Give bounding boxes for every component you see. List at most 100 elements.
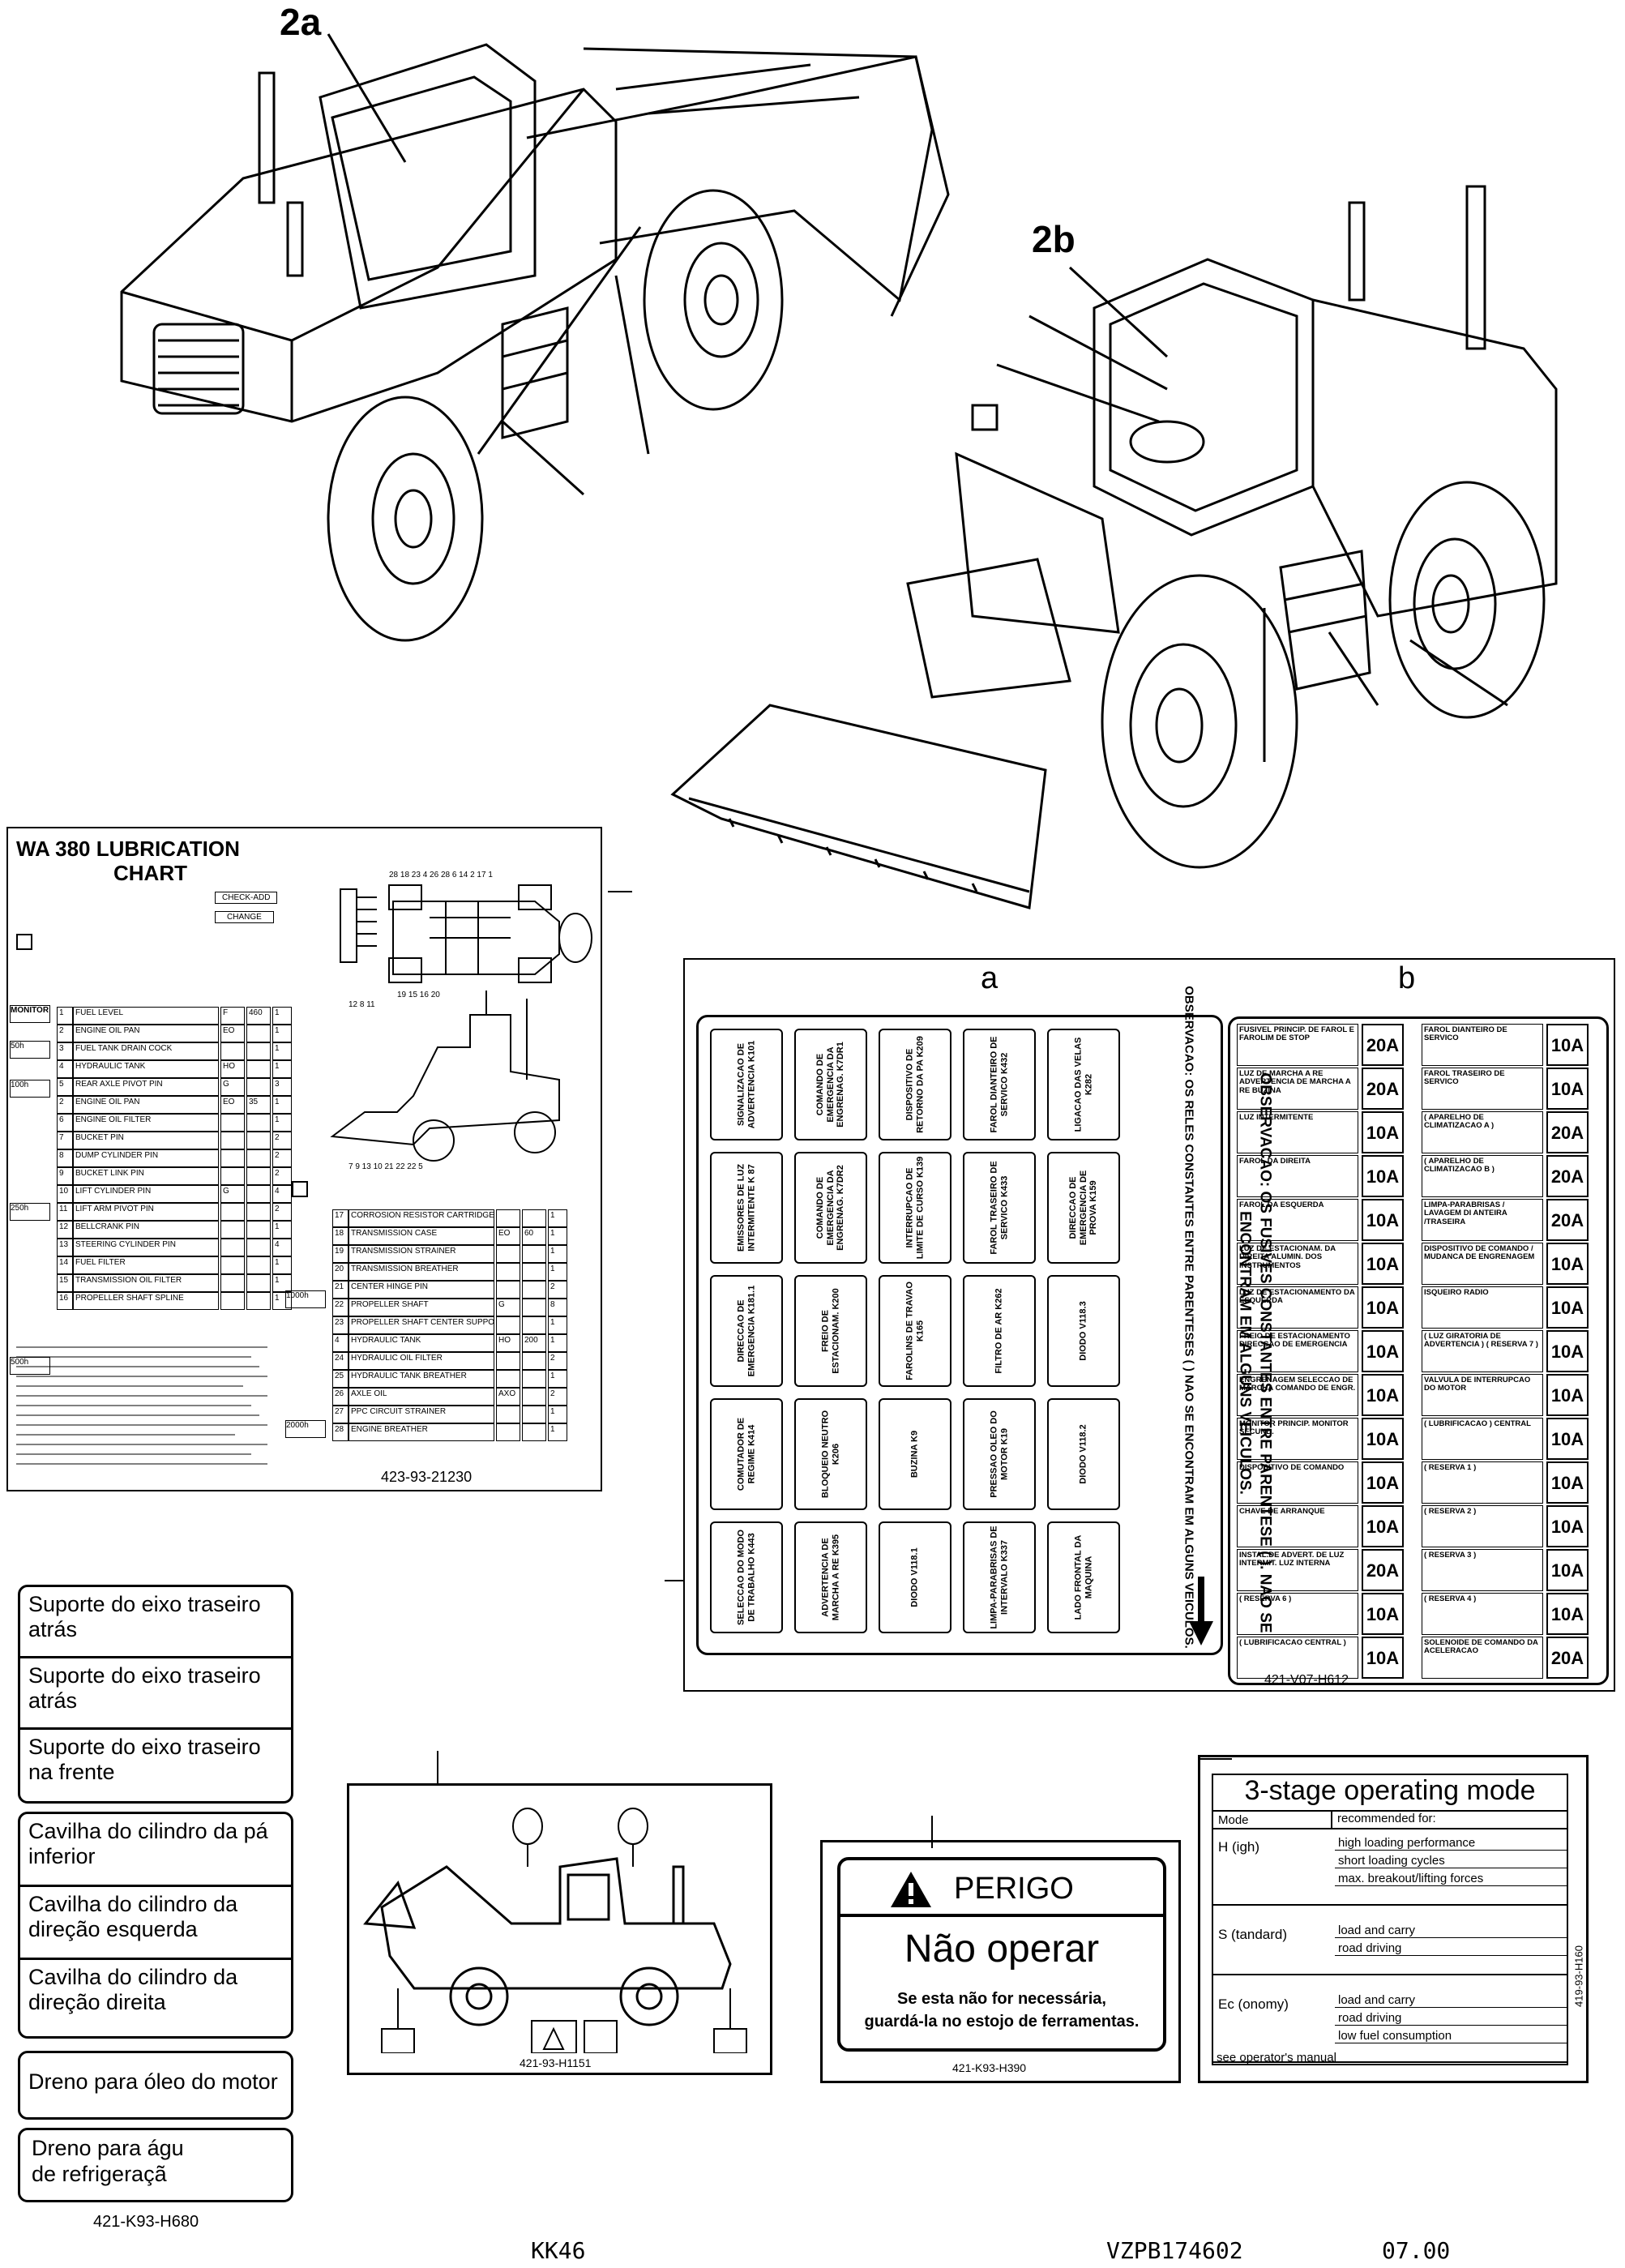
lube-cell-item: BELLCRANK PIN: [73, 1221, 219, 1239]
mode-separator: [1213, 1974, 1567, 1975]
mode-recommendation: load and carry: [1335, 1924, 1567, 1938]
fuse-rating: 10A: [1546, 1418, 1589, 1460]
support-label-group-2: Cavilha do cilindro da pá inferior Cavil…: [18, 1812, 293, 2039]
relay-slot-label: DIODO V118.2: [1078, 1424, 1088, 1484]
lube-cell-no: 19: [332, 1245, 349, 1263]
lube-cell-item: FUEL TANK DRAIN COCK: [73, 1042, 219, 1060]
fuse-name: LUZ DE ESTACIONAM. DA DIREITA ALUMIN. DO…: [1237, 1243, 1358, 1285]
fuse-rating: 10A: [1546, 1549, 1589, 1591]
lube-cell-pts: 1: [548, 1263, 567, 1281]
lube-cell-qty: [246, 1239, 271, 1256]
lube-cell-no: 13: [57, 1239, 73, 1256]
relay-slot-label: DISPOSITIVO DE RETORNO DA PA K209: [904, 1036, 925, 1133]
mode-separator: [1213, 2061, 1567, 2063]
lube-cell-code: [220, 1114, 245, 1132]
lube-cell-qty: [522, 1316, 546, 1334]
lube-cell-pts: 2: [548, 1281, 567, 1299]
lube-cell-no: 7: [57, 1132, 73, 1149]
mode-recommendation: low fuel consumption: [1335, 2029, 1567, 2043]
front-arrow-icon: [1189, 1577, 1213, 1645]
lube-cell-qty: [246, 1292, 271, 1310]
relay-slot: DIODO V118.1: [879, 1521, 951, 1633]
lube-cell-item: AXLE OIL: [349, 1388, 494, 1406]
svg-text:19 15 16 20: 19 15 16 20: [397, 991, 440, 999]
fuse-name: DISPOSITIVO DE COMANDO / MUDANCA DE ENGR…: [1422, 1243, 1543, 1285]
support-label-3: Suporte do eixo traseiro na frente: [28, 1735, 261, 1785]
recommended-column-header: recommended for:: [1331, 1812, 1436, 1828]
lube-cell-code: [496, 1281, 520, 1299]
danger-header: PERIGO: [840, 1860, 1163, 1917]
lube-cell-code: EO: [220, 1096, 245, 1114]
fuse-name: LIMPA-PARABRISAS / LAVAGEM DI ANTEIRA /T…: [1422, 1199, 1543, 1241]
relay-slot: FILTRO DE AR K262: [963, 1275, 1036, 1387]
fuse-rating: 10A: [1362, 1505, 1404, 1547]
lube-cell-qty: [522, 1299, 546, 1316]
relay-slot-label: BUZINA K9: [909, 1430, 920, 1478]
lube-cell-code: [220, 1221, 245, 1239]
relay-slot-label: FAROL TRASEIRO DE SERVICO K433: [989, 1161, 1009, 1255]
lube-cell-no: 2: [57, 1096, 73, 1114]
lube-cell-item: ENGINE OIL FILTER: [73, 1114, 219, 1132]
lube-cell-item: BUCKET PIN: [73, 1132, 219, 1149]
lube-cell-pts: 1: [272, 1042, 292, 1060]
engine-oil-drain-label: Dreno para óleo do motor: [18, 2051, 293, 2120]
operating-mode-side-code: 419-93-H160: [1569, 1895, 1589, 2057]
relay-slot-label: FAROLINS DE TRAVAO K165: [904, 1282, 925, 1380]
fuse-rating: 20A: [1546, 1637, 1589, 1679]
fuse-rating: 10A: [1546, 1461, 1589, 1504]
lube-cell-qty: [246, 1114, 271, 1132]
lube-cell-item: STEERING CYLINDER PIN: [73, 1239, 219, 1256]
fuse-name: SOLENOIDE DE COMANDO DA ACELERACAO: [1422, 1637, 1543, 1679]
relay-slot: DIRECCAO DE EMERGENCIA K181.1: [710, 1275, 783, 1387]
relay-slot-label: DIODO V118.1: [909, 1547, 920, 1607]
fuse-name: ( APARELHO DE CLIMATIZACAO B ): [1422, 1155, 1543, 1197]
relay-slot-label: SIGNALIZACAO DE ADVERTENCIA K101: [736, 1040, 756, 1129]
relay-slot: ADVERTENCIA DE MARCHA A RE K395: [794, 1521, 867, 1633]
lube-cell-code: F: [220, 1007, 245, 1025]
lube-cell-code: AXO: [496, 1388, 520, 1406]
fuse-rating: 10A: [1546, 1243, 1589, 1285]
lube-cell-code: [220, 1149, 245, 1167]
lube-cell-code: [220, 1042, 245, 1060]
interval-50h: 50h: [10, 1041, 50, 1059]
lube-cell-code: EO: [220, 1025, 245, 1042]
coolant-drain-label: Dreno para águ de refrigeraçã: [18, 2128, 293, 2202]
fuse-name: CHAVE DE ARRANQUE: [1237, 1505, 1358, 1547]
operating-mode-decal: 3-stage operating mode Mode recommended …: [1198, 1755, 1589, 2083]
fuse-name: MONITOR PRINCIP. MONITOR SECUND.: [1237, 1418, 1358, 1460]
relay-slot-label: FAROL DIANTEIRO DE SERVICO K432: [989, 1036, 1009, 1133]
danger-line-2: guardá-la no estojo de ferramentas.: [864, 2013, 1140, 2031]
relay-slot-label: COMUTADOR DE REGIME K414: [736, 1417, 756, 1491]
relay-slot: DIODO V118.3: [1047, 1275, 1120, 1387]
lube-cell-qty: [246, 1167, 271, 1185]
lube-cell-code: G: [496, 1299, 520, 1316]
lube-cell-no: 3: [57, 1042, 73, 1060]
relay-group-label: a: [981, 961, 999, 995]
callout-2b: 2b: [1032, 218, 1075, 260]
lube-cell-qty: [246, 1042, 271, 1060]
fuse-name: FAROL DA DIREITA: [1237, 1155, 1358, 1197]
support-label-group-1: Suporte do eixo traseiro atrás Suporte d…: [18, 1585, 293, 1804]
fuse-rating: 20A: [1546, 1111, 1589, 1153]
fuse-name: ( LUZ GIRATORIA DE ADVERTENCIA ) ( RESER…: [1422, 1330, 1543, 1372]
relay-slot: LIGACAO DAS VELAS K282: [1047, 1029, 1120, 1140]
relay-slot-label: DIRECCAO DE EMERGENCIA K181.1: [736, 1285, 756, 1377]
lube-cell-qty: [522, 1281, 546, 1299]
fuse-name: ( RESERVA 2 ): [1422, 1505, 1543, 1547]
fuse-rating: 20A: [1546, 1155, 1589, 1197]
lube-cell-pts: 2: [272, 1167, 292, 1185]
lube-cell-pts: 1: [272, 1221, 292, 1239]
fuse-rating: 20A: [1362, 1549, 1404, 1591]
interval-1000h: 1000h: [285, 1290, 326, 1308]
lube-cell-qty: [522, 1352, 546, 1370]
relay-slot-label: COMANDO DE EMERGENCIA DA ENGRENAG. K7DR2: [815, 1165, 846, 1251]
lube-cell-item: TRANSMISSION BREATHER: [349, 1263, 494, 1281]
relay-note-text: OBSERVACAO: OS RELES CONSTANTES ENTRE PA…: [1182, 986, 1196, 1649]
mode-recommendation: road driving: [1335, 1941, 1567, 1956]
footer-left-code: KK46: [531, 2237, 586, 2264]
pin-label-3: Cavilha do cilindro da direção direita: [28, 1965, 238, 2015]
mode-name: S (tandard): [1218, 1927, 1288, 1942]
svg-text:12 8 11: 12 8 11: [349, 1000, 375, 1009]
lubrication-chart-title-2: CHART: [113, 861, 187, 885]
